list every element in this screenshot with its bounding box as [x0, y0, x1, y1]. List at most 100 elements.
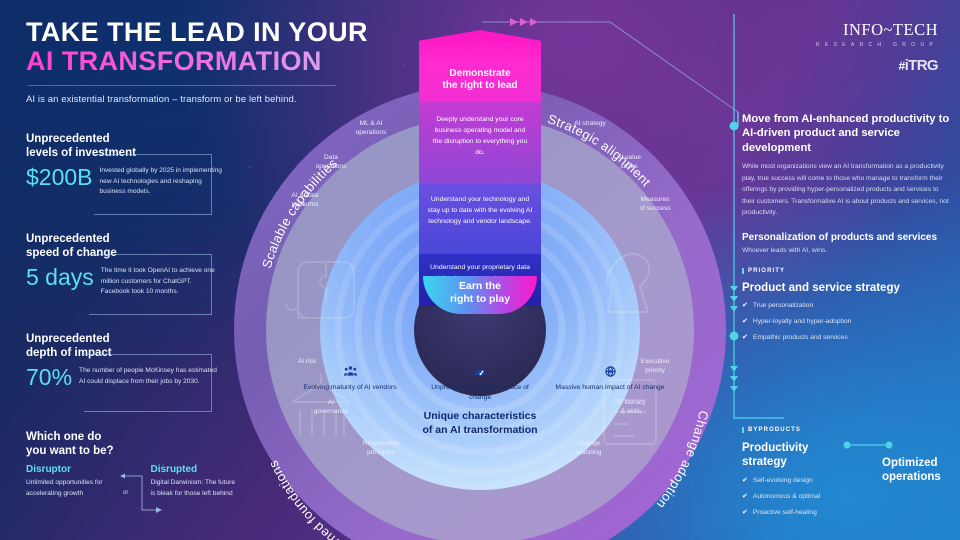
spoke-label: AI risk [297, 358, 317, 365]
list-item: ✔ Autonomous & optimal [742, 492, 840, 503]
bp-title-line1: Productivity [742, 442, 809, 454]
disrupted-text: Digital Darwinism: The future is bleak f… [150, 479, 236, 498]
hash-icon: # [898, 59, 905, 73]
unique-item-human-impact: Massive human impact of AI change [554, 366, 666, 402]
which-heading-line2: you want to be? [26, 445, 114, 458]
productivity-strategy: Productivity strategy ✔Self-evolving des… [742, 436, 840, 524]
speedometer-icon [424, 366, 536, 380]
stat-heading-line2: levels of investment [26, 147, 136, 160]
stat-value: 5 days [26, 264, 94, 291]
list-item: ✔Self-evolving design [742, 476, 840, 487]
list-item: ✔ Hyper-loyalty and hyper-adoption [742, 317, 950, 328]
page-title-line1: TAKE THE LEAD IN YOUR [26, 17, 368, 47]
people-group-icon [294, 366, 406, 380]
disrupted-title: Disrupted [150, 464, 198, 476]
check-icon: ✔ [742, 333, 748, 341]
stat-value: $200B [26, 164, 93, 191]
spoke-ai-literacy-and-skills: AI literacy& skills [594, 399, 668, 417]
priority-kicker: PRIORITY [742, 268, 785, 275]
arrow-segment-technology: Understand your technology and stay up t… [419, 184, 541, 254]
priority-item-label: Hyper-loyalty and hyper-adoption [752, 318, 852, 325]
priority-item-label: Empathic products and services [752, 333, 848, 341]
earn-right-to-play-badge: Earn the right to play [423, 276, 537, 314]
stat-heading: Unprecedented depth of impact [26, 332, 222, 360]
page-header: TAKE THE LEAD IN YOUR AI TRANSFORMATION … [26, 17, 446, 106]
logo-subtitle: RESEARCH GROUP [815, 42, 938, 48]
optimized-operations: Optimized operations [882, 436, 941, 484]
play-badge-line1: Earn the [458, 280, 501, 293]
check-icon: ✔ [742, 477, 748, 485]
check-icon: ✔ [742, 302, 748, 310]
spoke-ai-risk: AI risk [270, 358, 344, 367]
stat-description: Invested globally by 2025 in implementin… [99, 167, 222, 196]
right-headline: Move from AI-enhanced productivity to AI… [742, 113, 950, 154]
spoke-label: AI literacy& skills [616, 399, 646, 415]
unique-item-label: Massive human impact of AI change [555, 384, 665, 391]
unique-item-vendors: Evolving maturity of AI vendors [294, 366, 406, 402]
priority-item-label: True personalization [752, 302, 814, 310]
right-body: While most organizations view an AI tran… [742, 162, 949, 217]
which-one-block: Which one do you want to be? Disruptor U… [26, 430, 242, 514]
stat-heading-line2: depth of impact [26, 347, 112, 360]
disruptor-option: Disruptor Unlimited opportunities for ac… [26, 464, 117, 499]
stat-heading-line2: speed of change [26, 247, 117, 260]
check-icon: ✔ [742, 508, 748, 516]
bp-title-line2: strategy [742, 456, 787, 469]
stat-heading-line1: Unprecedented [26, 133, 110, 145]
stat-value: 70% [26, 364, 73, 391]
disrupted-option: Disrupted Digital Darwinism: The future … [151, 464, 242, 499]
play-badge-line2: right to play [449, 293, 511, 305]
stat-heading-line1: Unprecedented [26, 333, 110, 345]
stat-block-investment: Unprecedented levels of investment $200B… [26, 132, 222, 215]
list-item: ✔ Empathic products and services [742, 333, 950, 344]
byproduct-item-label: Autonomous & optimal [752, 492, 821, 500]
brand-logo: INFO~TECH RESEARCH GROUP #iTRG [815, 20, 939, 74]
unique-item-label: Unprecedented rate and pace of change [431, 384, 529, 401]
list-item: ✔ True personalization [742, 301, 950, 312]
personalization-text: Whoever leads with AI, wins. [742, 247, 828, 255]
list-item: ✔ Proactive self-healing [742, 508, 840, 519]
globe-person-icon [554, 366, 666, 380]
byproducts-list: ✔Self-evolving design ✔ Autonomous & opti… [742, 476, 840, 519]
stat-description: The number of people McKinsey has estima… [79, 367, 217, 385]
check-icon: ✔ [742, 492, 748, 500]
byproducts-kicker: BYPRODUCTS [742, 427, 801, 433]
logo-wordmark: INFO~TECH [842, 20, 938, 39]
byproduct-item-label: Proactive self-healing [752, 508, 817, 516]
page-tagline: AI is an existential transformation – tr… [26, 94, 297, 106]
priority-list: ✔ True personalization ✔ Hyper-loyalty and… [742, 301, 950, 344]
stat-heading: Unprecedented levels of investment [26, 132, 222, 160]
logo-itrg-text: iTRG [904, 57, 939, 74]
unique-title-line2: of an AI transformation [422, 423, 538, 436]
unique-characteristics-block: Evolving maturity of AI vendors Unpreced… [290, 366, 670, 438]
unique-item-pace: Unprecedented rate and pace of change [424, 366, 536, 402]
right-column: Move from AI-enhanced productivity to AI… [742, 112, 950, 349]
check-icon: ✔ [742, 318, 748, 325]
logo-itrg: #iTRG [816, 57, 938, 74]
or-label: or [123, 490, 129, 497]
header-divider [28, 85, 336, 87]
unique-item-label: Evolving maturity of AI vendors [303, 384, 397, 391]
arrow-segment-business: Deeply understand your core business ope… [419, 102, 541, 184]
spoke-label: AI strategy [574, 120, 606, 127]
which-one-heading: Which one do you want to be? [26, 430, 241, 458]
arrow-lead-line2: the right to lead [442, 80, 518, 92]
disruptor-title: Disruptor [26, 464, 71, 476]
spoke-ai-strategy: AI strategy [550, 120, 630, 129]
